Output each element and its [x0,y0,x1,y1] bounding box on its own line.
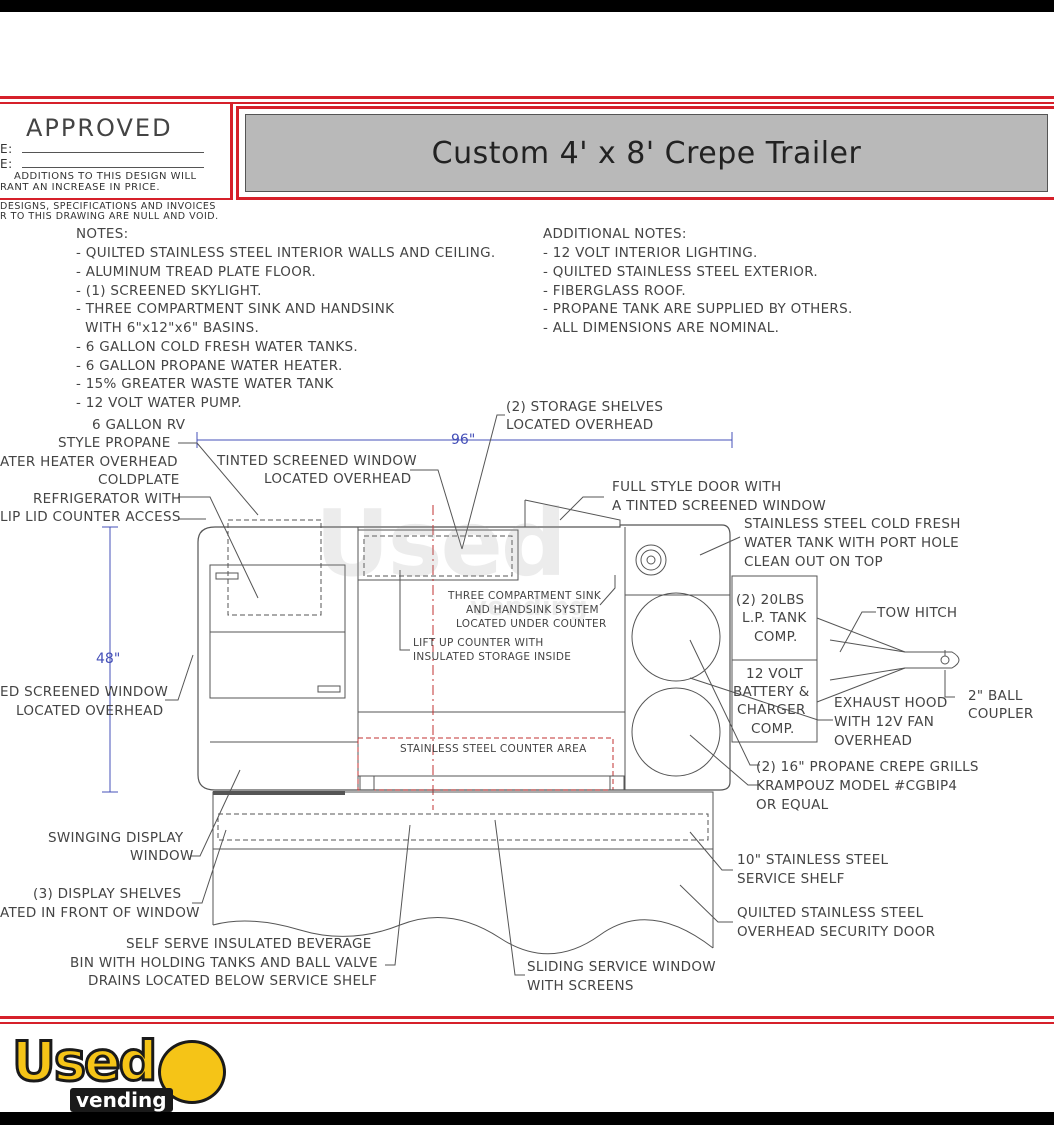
notes-right-item: - ALL DIMENSIONS ARE NOMINAL. [543,320,780,336]
approval-warning-1: ADDITIONS TO THIS DESIGN WILL [14,171,197,182]
water-heater-label-3: ATER HEATER OVERHEAD [0,454,178,470]
notes-right-item: - FIBERGLASS ROOF. [543,283,686,299]
display-shelves-label-2: ATED IN FRONT OF WINDOW [0,905,200,921]
notes-right-item: - 12 VOLT INTERIOR LIGHTING. [543,245,758,261]
grills-label-2: KRAMPOUZ MODEL #CGBIP4 [756,778,958,794]
door-label-2: A TINTED SCREENED WINDOW [612,498,827,514]
approval-fine-1: DESIGNS, SPECIFICATIONS AND INVOICES [0,201,216,212]
bottom-black-bar [0,1112,1054,1125]
notes-left-item: - 6 GALLON PROPANE WATER HEATER. [76,358,343,374]
beverage-bin-label-1: SELF SERVE INSULATED BEVERAGE [126,936,372,952]
display-shelves-label-1: (3) DISPLAY SHELVES [33,886,182,902]
exhaust-label-2: WITH 12V FAN [834,714,935,730]
width-dimension: 96" [451,432,476,448]
notes-left-item: - 12 VOLT WATER PUMP. [76,395,242,411]
coupler-label-1: 2" BALL [968,688,1023,704]
drawing-title: Custom 4' x 8' Crepe Trailer [431,135,862,171]
top-black-bar [0,0,1054,12]
fridge-label-3: LIP LID COUNTER ACCESS [0,509,181,525]
notes-left-item: - ALUMINUM TREAD PLATE FLOOR. [76,264,316,280]
lp-tank-label-3: COMP. [754,629,798,645]
service-shelf-label-1: 10" STAINLESS STEEL [737,852,889,868]
display-window-label-1: SWINGING DISPLAY [48,830,184,846]
sink-system-label-3: LOCATED UNDER COUNTER [456,618,607,630]
notes-left-item: - 6 GALLON COLD FRESH WATER TANKS. [76,339,358,355]
door-label-1: FULL STYLE DOOR WITH [612,479,782,495]
tinted-window-label-2: LOCATED OVERHEAD [264,471,412,487]
header-vertical-divider [230,102,233,200]
beverage-bin-label-3: DRAINS LOCATED BELOW SERVICE SHELF [88,973,378,989]
coupler-label-2: COUPLER [968,706,1034,722]
notes-left-item: - 15% GREATER WASTE WATER TANK [76,376,334,392]
side-window-label-1: ED SCREENED WINDOW [0,684,169,700]
security-door-label-2: OVERHEAD SECURITY DOOR [737,924,936,940]
sink-system-label-2: AND HANDSINK SYSTEM [466,604,599,616]
notes-left-item: - (1) SCREENED SKYLIGHT. [76,283,262,299]
notes-right-item: - PROPANE TANK ARE SUPPLIED BY OTHERS. [543,301,853,317]
frame-top-line [0,96,1054,99]
approval-underline-1 [22,152,204,153]
logo-vending-text: vending [70,1088,173,1112]
lp-tank-label-2: L.P. TANK [742,610,807,626]
display-window-label-2: WINDOW [130,848,194,864]
approved-heading: APPROVED [26,114,173,142]
notes-left-item: WITH 6"x12"x6" BASINS. [76,320,260,336]
lift-counter-label-1: LIFT UP COUNTER WITH [413,637,544,649]
header-divider [0,198,230,200]
approval-underline-2 [22,167,204,168]
battery-label-1: 12 VOLT [746,666,804,682]
security-door-label-1: QUILTED STAINLESS STEEL [737,905,924,921]
frame-top-line-inner [0,102,1054,104]
storage-shelves-label-2: LOCATED OVERHEAD [506,417,654,433]
side-window-label-2: LOCATED OVERHEAD [16,703,164,719]
fresh-tank-label-3: CLEAN OUT ON TOP [744,554,883,570]
notes-left-item: - THREE COMPARTMENT SINK AND HANDSINK [76,301,395,317]
grills-label-3: OR EQUAL [756,797,829,813]
notes-left-heading: NOTES: [76,226,129,242]
fresh-tank-label-1: STAINLESS STEEL COLD FRESH [744,516,961,532]
approval-warning-2: RANT AN INCREASE IN PRICE. [0,182,161,193]
approval-line-2: E: [0,157,13,171]
exhaust-label-1: EXHAUST HOOD [834,695,948,711]
height-dimension: 48" [96,651,121,667]
water-heater-label-2: STYLE PROPANE [58,435,171,451]
approval-line-1: E: [0,142,13,156]
tinted-window-label-1: TINTED SCREENED WINDOW [217,453,417,469]
frame-bottom-line-inner [0,1022,1054,1024]
storage-shelves-label-1: (2) STORAGE SHELVES [506,399,664,415]
sink-system-label-1: THREE COMPARTMENT SINK [448,590,602,602]
notes-right-heading: ADDITIONAL NOTES: [543,226,687,242]
fridge-label-1: COLDPLATE [98,472,180,488]
battery-label-2: BATTERY & [733,684,810,700]
title-panel: Custom 4' x 8' Crepe Trailer [236,106,1054,200]
fridge-label-2: REFRIGERATOR WITH [33,491,182,507]
used-vending-logo: Used vending [8,1022,230,1118]
battery-label-4: COMP. [751,721,795,737]
beverage-bin-label-2: BIN WITH HOLDING TANKS AND BALL VALVE [70,955,378,971]
service-window-label-2: WITH SCREENS [527,978,634,994]
exhaust-label-3: OVERHEAD [834,733,913,749]
logo-watermark-small: vending [470,592,588,622]
service-window-label-1: SLIDING SERVICE WINDOW [527,959,716,975]
lp-tank-label-1: (2) 20LBS [736,592,805,608]
battery-label-3: CHARGER [737,702,806,718]
frame-bottom-line [0,1016,1054,1019]
lift-counter-label-2: INSULATED STORAGE INSIDE [413,651,572,663]
logo-used-text: Used [10,1029,158,1095]
approval-fine-2: R TO THIS DRAWING ARE NULL AND VOID. [0,211,219,222]
notes-left-item: - QUILTED STAINLESS STEEL INTERIOR WALLS… [76,245,496,261]
counter-area-label: STAINLESS STEEL COUNTER AREA [400,743,587,755]
notes-right-item: - QUILTED STAINLESS STEEL EXTERIOR. [543,264,819,280]
fresh-tank-label-2: WATER TANK WITH PORT HOLE [744,535,959,551]
title-plate: Custom 4' x 8' Crepe Trailer [245,114,1048,192]
service-shelf-label-2: SERVICE SHELF [737,871,845,887]
logo-watermark: Used [315,490,567,597]
water-heater-label: 6 GALLON RV [92,417,186,433]
tow-hitch-label: TOW HITCH [877,605,958,621]
grills-label-1: (2) 16" PROPANE CREPE GRILLS [756,759,979,775]
